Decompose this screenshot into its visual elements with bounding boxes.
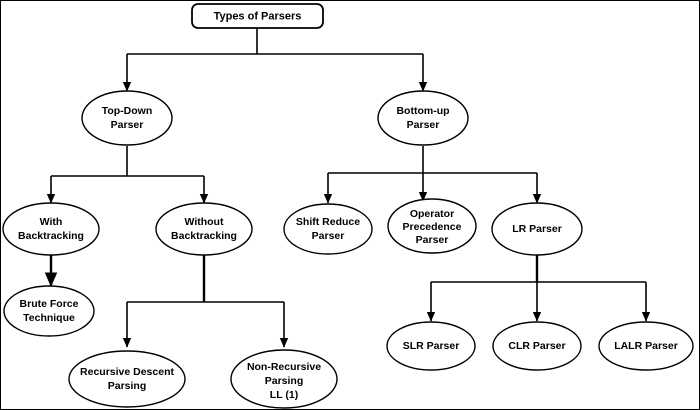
- node-without-backtracking[interactable]: Without Backtracking: [155, 202, 253, 256]
- without-backtracking-label-line-1: Without: [185, 216, 224, 228]
- operator-precedence-label-line-1: Operator: [410, 208, 454, 220]
- recursive-descent-label-line-2: Parsing: [108, 380, 147, 392]
- node-with-backtracking[interactable]: With Backtracking: [2, 202, 100, 256]
- without-backtracking-ellipse-shape: [155, 202, 253, 256]
- operator-precedence-label-line-3: Parser: [416, 234, 449, 246]
- node-lalr-parser[interactable]: LALR Parser: [598, 321, 694, 371]
- clr-parser-label-line-1: CLR Parser: [508, 340, 565, 352]
- root-box-shape: [191, 3, 324, 29]
- node-clr-parser[interactable]: CLR Parser: [492, 321, 582, 371]
- top-down-label-line-1: Top-Down: [102, 105, 153, 117]
- slr-parser-ellipse-shape: [386, 321, 476, 371]
- non-recursive-label-line-1: Non-Recursive: [247, 361, 321, 373]
- brute-force-ellipse-shape: [3, 285, 95, 337]
- with-backtracking-ellipse-shape: [2, 202, 100, 256]
- recursive-descent-label-line-1: Recursive Descent: [80, 366, 174, 378]
- connector-layer: [44, 28, 651, 348]
- bottom-up-label-line-1: Bottom-up: [396, 105, 449, 117]
- operator-precedence-ellipse-shape: [387, 198, 477, 254]
- non-recursive-label-line-2: Parsing: [265, 375, 304, 387]
- lr-parser-ellipse-shape: [491, 202, 583, 256]
- node-bottom-up-parser[interactable]: Bottom-up Parser: [377, 90, 469, 146]
- node-operator-precedence-parser[interactable]: Operator Precedence Parser: [387, 198, 477, 254]
- top-down-label-line-2: Parser: [111, 119, 144, 131]
- with-backtracking-label-line-1: With: [40, 216, 63, 228]
- non-recursive-ellipse-shape: [230, 349, 338, 409]
- lr-parser-label-line-1: LR Parser: [512, 223, 562, 235]
- node-recursive-descent-parsing[interactable]: Recursive Descent Parsing: [68, 350, 186, 408]
- top-down-ellipse-shape: [81, 90, 173, 146]
- node-lr-parser[interactable]: LR Parser: [491, 202, 583, 256]
- bottom-up-label-line-2: Parser: [407, 119, 440, 131]
- node-shift-reduce-parser[interactable]: Shift Reduce Parser: [283, 203, 373, 255]
- without-backtracking-label-line-2: Backtracking: [171, 230, 237, 242]
- clr-parser-ellipse-shape: [492, 321, 582, 371]
- lalr-parser-ellipse-shape: [598, 321, 694, 371]
- shift-reduce-label-line-2: Parser: [312, 230, 345, 242]
- node-types-of-parsers[interactable]: Types of Parsers: [191, 3, 324, 29]
- node-top-down-parser[interactable]: Top-Down Parser: [81, 90, 173, 146]
- non-recursive-label-line-3: LL (1): [270, 389, 298, 401]
- bottom-up-ellipse-shape: [377, 90, 469, 146]
- shift-reduce-label-line-1: Shift Reduce: [296, 216, 360, 228]
- with-backtracking-label-line-2: Backtracking: [18, 230, 84, 242]
- brute-force-label-line-1: Brute Force: [20, 298, 79, 310]
- node-brute-force-technique[interactable]: Brute Force Technique: [3, 285, 95, 337]
- node-non-recursive-parsing[interactable]: Non-Recursive Parsing LL (1): [230, 349, 338, 409]
- root-label-line-1: Types of Parsers: [214, 10, 302, 22]
- lalr-parser-label-line-1: LALR Parser: [614, 340, 678, 352]
- slr-parser-label-line-1: SLR Parser: [403, 340, 460, 352]
- operator-precedence-label-line-2: Precedence: [403, 221, 462, 233]
- brute-force-label-line-2: Technique: [23, 312, 75, 324]
- node-slr-parser[interactable]: SLR Parser: [386, 321, 476, 371]
- recursive-descent-ellipse-shape: [68, 350, 186, 408]
- shift-reduce-ellipse-shape: [283, 203, 373, 255]
